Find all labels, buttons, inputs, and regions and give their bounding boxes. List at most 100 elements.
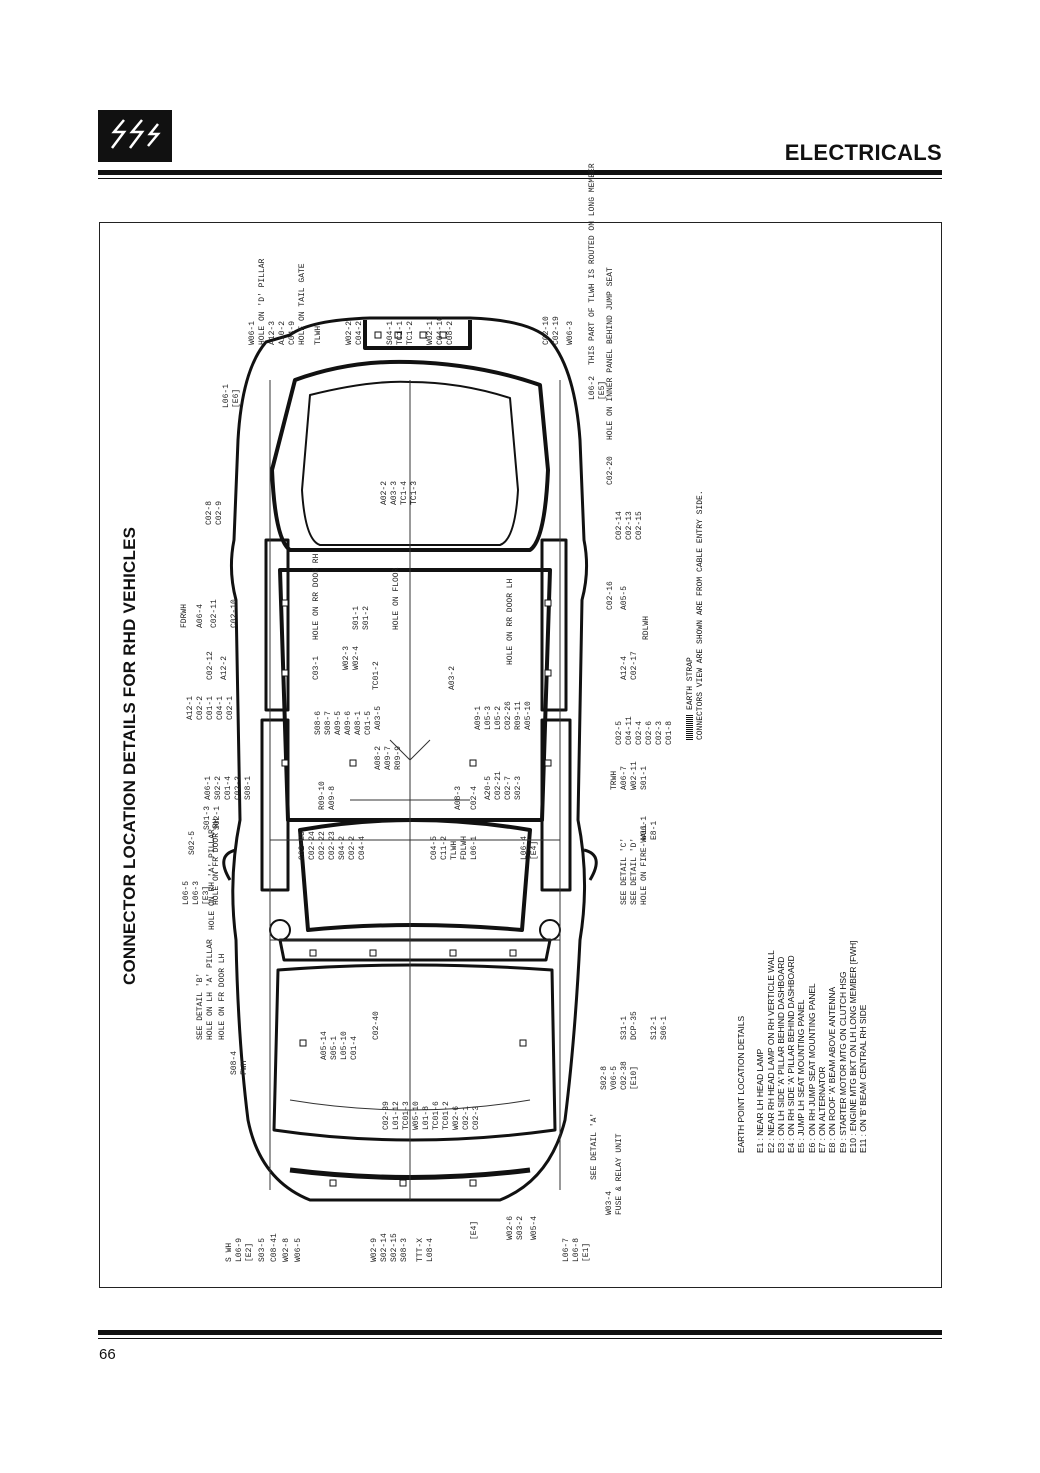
connector-label: C02-2	[196, 695, 205, 720]
earth-strap-label: EARTH STRAP	[686, 657, 695, 710]
earth-point-item: E3 : ON LH SIDE 'A' PILLAR BEHIND DASHBO…	[775, 956, 786, 1153]
connector-label: C01-8	[665, 720, 674, 745]
wheel-front-right	[539, 919, 561, 941]
connector-label: HOLE ON INNER PANEL BEHIND JUMP SEAT	[606, 267, 615, 440]
connector-label: S01-1	[352, 605, 361, 630]
earth-point-item: E2 : NEAR RH HEAD LAMP ON RH VERTICLE WA…	[765, 950, 776, 1153]
connector-label: L06-1	[470, 835, 479, 860]
connector-label: SEE DETAIL 'B'	[196, 972, 205, 1040]
connector-label: [E5]	[598, 380, 607, 400]
connector-label: TC1-4	[400, 480, 409, 505]
connector-label: C02-9	[215, 500, 224, 525]
front-door-right	[540, 718, 572, 892]
connector-label: L08-4	[426, 1237, 435, 1262]
connector-label: C02-8	[205, 500, 214, 525]
connector-label: FDLWH	[460, 835, 469, 860]
tailgate-outline	[363, 320, 472, 350]
connector-label: C02-17	[630, 651, 639, 680]
connector-label: A20-5	[484, 775, 493, 800]
connector-label: S03-2	[516, 1215, 525, 1240]
connector-label: V06-5	[610, 1065, 619, 1090]
diagram-title: CONNECTOR LOCATION DETAILS FOR RHD VEHIC…	[120, 526, 139, 985]
connector-label: HOLE ON RR DOOR LH	[506, 578, 515, 665]
connector-label: A05-10	[524, 701, 533, 730]
connector-label: HOLE ON LH 'A' PILLAR	[206, 939, 215, 1040]
connector-label: A09-6	[344, 710, 353, 735]
connector-label: SEE DETAIL 'D'	[630, 837, 639, 905]
mirror-left	[222, 848, 237, 881]
earth-point-item: E1 : NEAR LH HEAD LAMP	[755, 1048, 766, 1153]
footer-rule-thin	[98, 1338, 942, 1339]
connector-label: C01-4	[350, 1035, 359, 1060]
connector-label: TC01-2	[372, 661, 381, 690]
connector-label: A09-5	[334, 710, 343, 735]
connector-label: FUSE & RELAY UNIT	[615, 1133, 624, 1215]
connector-label: C02-20	[606, 456, 615, 485]
connector-label: A06-1	[204, 775, 213, 800]
connector-label: FWH	[240, 1060, 249, 1075]
connector-label: TC1-3	[410, 480, 419, 505]
connector-label: S04-1	[386, 320, 395, 345]
connector-label: L06-8	[572, 1237, 581, 1262]
connector-label: C02-23	[328, 831, 337, 860]
connector-label: C02-10	[542, 316, 551, 345]
connector-label: E8-1	[650, 820, 659, 840]
connector-label: S04-2	[338, 835, 347, 860]
connector-label: HOLE ON 'D' PILLAR	[258, 258, 267, 345]
windscreen	[298, 818, 532, 932]
connector-label: A06-7	[620, 765, 629, 790]
earth-point-item: E4 : ON RH SIDE 'A' PILLAR BEHIND DASHBO…	[786, 955, 797, 1153]
connector-label: C08-41	[270, 1233, 279, 1262]
connector-label: C02-5	[615, 720, 624, 745]
connector-label: [E4]	[530, 840, 539, 860]
connector-label: W02-6	[506, 1215, 515, 1240]
connector-label: C02-12	[206, 651, 215, 680]
connector-label: W02-6	[452, 1105, 461, 1130]
connector-label: A12-1	[186, 695, 195, 720]
connector-label: S08-6	[314, 710, 323, 735]
earth-point-heading: EARTH POINT LOCATION DETAILS	[736, 1015, 746, 1153]
connector-label: A09-8	[328, 785, 337, 810]
connector-label: W02-2	[345, 320, 354, 345]
earth-point-details: EARTH POINT LOCATION DETAILS E1 : NEAR L…	[736, 940, 869, 1153]
lightning-bolts-icon	[98, 110, 172, 162]
connector-label: W02-1	[426, 320, 435, 345]
earth-point-item: E6 : ON RH JUMP SEAT MOUNTING PANEL	[806, 983, 817, 1153]
connector-label: C02-39	[382, 1101, 391, 1130]
connector-label: C02-21	[494, 771, 503, 800]
rear-door-right	[540, 538, 568, 712]
connector-label: RDLWH	[642, 615, 651, 640]
connector-label: W03-4	[605, 1190, 614, 1215]
header-rule-thin	[98, 178, 942, 179]
connector-label: S01-3	[203, 805, 212, 830]
connector-label: C01-4	[224, 775, 233, 800]
connector-label: W02-9	[370, 1237, 379, 1262]
cargo-area	[301, 380, 519, 546]
connector-label: S06-1	[660, 1015, 669, 1040]
connector-label: A03-5	[374, 705, 383, 730]
connector-label: C04-2	[355, 320, 364, 345]
connector-label: C02-38	[620, 1061, 629, 1090]
connector-label: HOLE ON FR DOOR LH	[218, 953, 227, 1040]
connector-label: FDRWH	[180, 603, 189, 628]
connector-label: [E1]	[582, 1242, 591, 1262]
connector-label: A10-2	[278, 320, 287, 345]
connector-label: S02-15	[390, 1233, 399, 1262]
connector-label: C02-1	[462, 1105, 471, 1130]
connector-label: W05-4	[530, 1215, 539, 1240]
car-body-outline	[229, 316, 589, 1202]
connector-label: S02-14	[380, 1233, 389, 1262]
connector-label: C02-10	[230, 599, 239, 628]
connector-label: C02-22	[318, 831, 327, 860]
connector-label: TC01-3	[402, 1101, 411, 1130]
rear-door-left	[264, 538, 290, 712]
connector-label: R09-9	[394, 745, 403, 770]
connector-label: W02-11	[630, 761, 639, 790]
connector-label: HOLE ON RR DOOR RH	[312, 553, 321, 640]
connector-label: S03-5	[258, 1237, 267, 1262]
connector-label: C04-10	[436, 316, 445, 345]
connector-label: C11-2	[440, 835, 449, 860]
connector-label: W06-5	[294, 1237, 303, 1262]
connector-label: TLWH	[450, 840, 459, 860]
connector-label: [E6]	[232, 388, 241, 408]
